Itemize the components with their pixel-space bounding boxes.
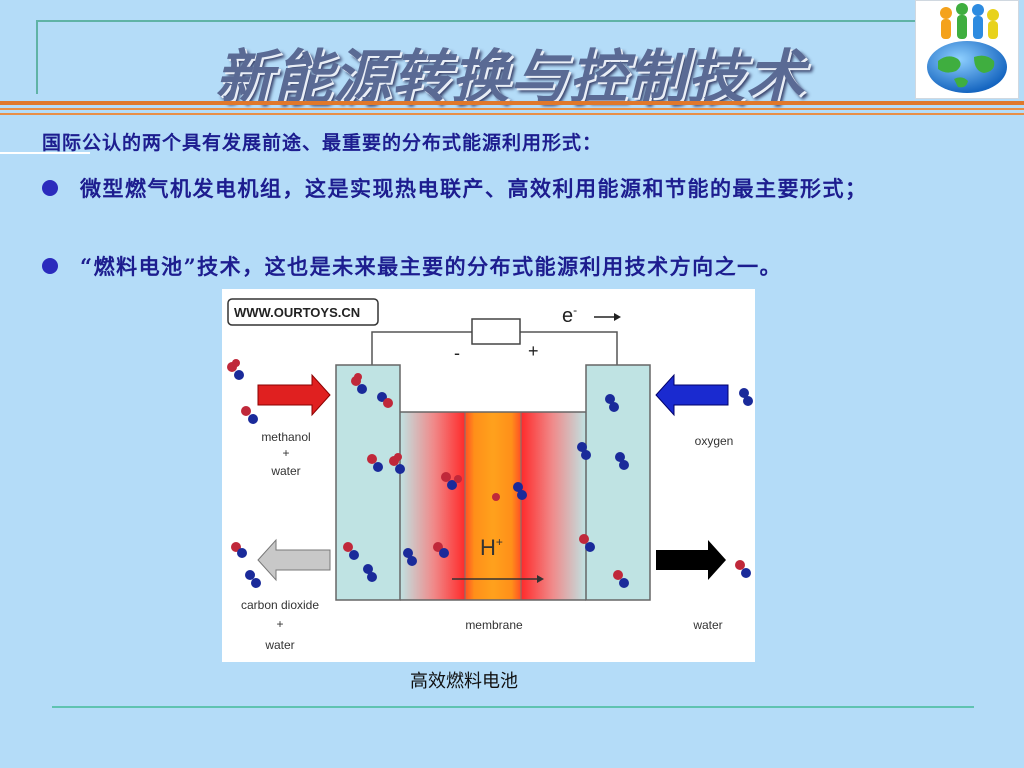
title-rule-thin — [0, 108, 1024, 110]
membrane-label: membrane — [465, 618, 523, 632]
bullet-text: 微型燃气机发电机组，这是实现热电联产、高效利用能源和节能的最主要形式； — [80, 176, 868, 201]
carbon-dioxide-label: carbon dioxide — [241, 598, 319, 612]
plus-label: + — [528, 341, 539, 361]
title-rule-thick — [0, 101, 1024, 105]
outlet-arrow-right-icon — [656, 540, 726, 580]
title-rule-thin — [0, 113, 1024, 115]
electron-label: e- — [562, 303, 577, 327]
bullet-text: “燃料电池”技术，这也是未来最主要的分布式能源利用技术方向之一。 — [80, 254, 783, 279]
people-on-globe-logo — [915, 0, 1019, 99]
bullet-item: 微型燃气机发电机组，这是实现热电联产、高效利用能源和节能的最主要形式； — [42, 172, 982, 205]
minus-label: - — [454, 343, 460, 363]
frame-line-horizontal — [36, 20, 916, 22]
oxygen-label: oxygen — [695, 434, 734, 448]
footer-rule — [52, 706, 974, 708]
fuel-cell-diagram: WWW.OURTOYS.CN e- - + H+ methanol + wate… — [222, 289, 755, 662]
bullet-item: “燃料电池”技术，这也是未来最主要的分布式能源利用技术方向之一。 — [42, 250, 982, 283]
carbon-dioxide-label-plus: + — [276, 617, 283, 631]
methanol-label-water: water — [270, 464, 300, 478]
bullet-icon — [42, 258, 58, 274]
membrane-zone — [400, 412, 586, 600]
carbon-dioxide-label-water: water — [264, 638, 294, 652]
oxygen-inlet-arrow-icon — [655, 373, 729, 417]
accent-line — [0, 152, 90, 154]
frame-line-vertical — [36, 20, 38, 94]
methanol-inlet-arrow-icon — [257, 373, 331, 417]
methanol-label-plus: + — [282, 446, 289, 460]
proton-label: H+ — [480, 535, 503, 560]
cathode-electrode — [585, 364, 651, 601]
watermark-box — [227, 298, 379, 326]
outlet-arrow-left-icon — [257, 538, 331, 582]
intro-text: 国际公认的两个具有发展前途、最重要的分布式能源利用形式： — [42, 132, 603, 154]
molecule-icons — [227, 359, 753, 588]
figure-caption: 高效燃料电池 — [410, 671, 518, 692]
methanol-label: methanol — [261, 430, 310, 444]
bullet-icon — [42, 180, 58, 196]
watermark-text: WWW.OURTOYS.CN — [234, 305, 360, 320]
resistor-icon — [471, 318, 521, 345]
water-label: water — [692, 618, 722, 632]
slide-title: 新能源转换与控制技术 — [214, 43, 805, 111]
